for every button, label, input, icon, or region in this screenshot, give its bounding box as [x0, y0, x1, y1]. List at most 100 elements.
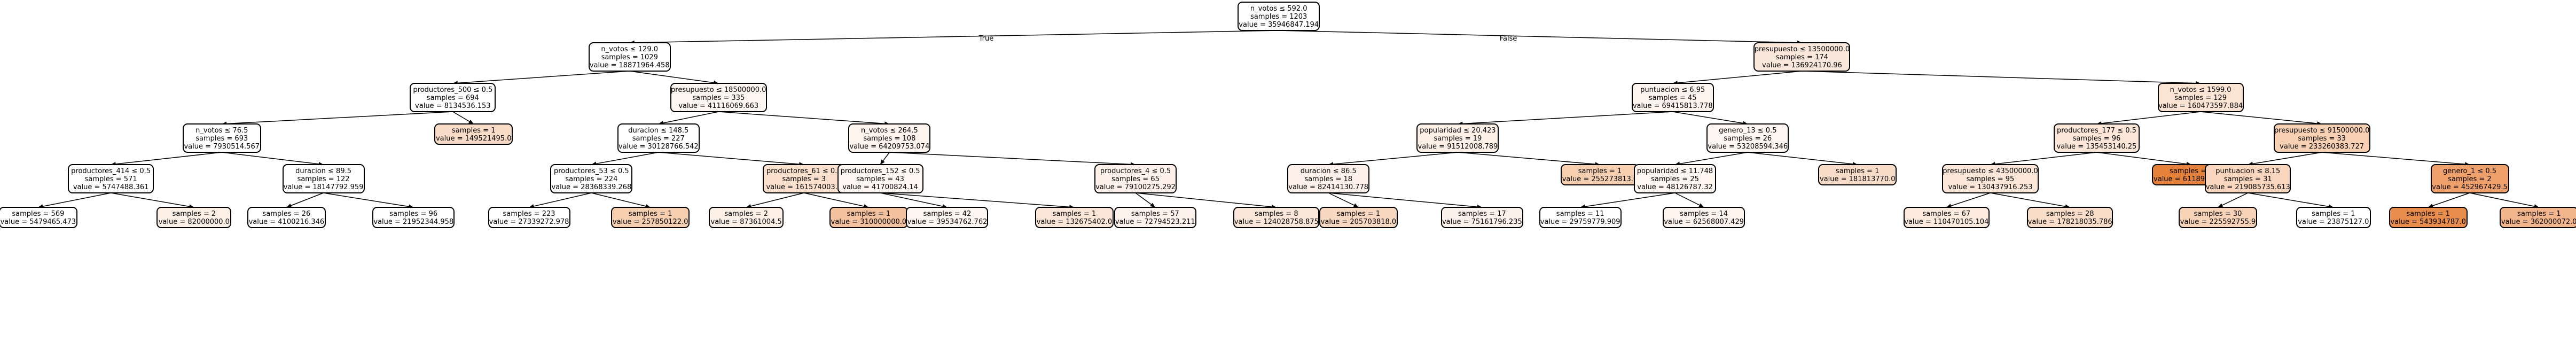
tree-edge — [452, 71, 630, 84]
tree-node-box — [1114, 207, 1196, 228]
tree-edge — [1674, 192, 1704, 208]
tree-node-text: samples = 1 — [847, 210, 890, 218]
tree-edge — [2428, 192, 2470, 208]
tree-edge-arrowhead — [468, 119, 474, 124]
tree-node-box — [2389, 207, 2468, 228]
tree-node-text: genero_13 ≤ 0.5 — [1719, 127, 1776, 135]
tree-node-text: samples = 18 — [1304, 175, 1352, 183]
tree-node-text: n_votos ≤ 1599.0 — [2170, 86, 2232, 94]
tree-edge — [2322, 152, 2470, 165]
tree-node-text: samples = 11 — [1556, 210, 1604, 218]
tree-node-box — [68, 164, 154, 193]
tree-node-text: value = 4100216.346 — [249, 218, 325, 226]
tree-edge-arrowhead — [286, 204, 292, 208]
tree-node-text: samples = 693 — [195, 135, 248, 143]
tree-node-text: value = 149521495.0 — [436, 135, 512, 143]
tree-edge — [880, 192, 948, 208]
edge-label-true: True — [978, 35, 994, 43]
tree-node-text: samples = 569 — [12, 210, 64, 218]
tree-node-text: samples = 122 — [297, 175, 350, 183]
tree-node-text: value = 87361004.5 — [711, 218, 782, 226]
tree-node-text: presupuesto ≤ 43500000.0 — [1943, 167, 2038, 175]
tree-node-text: samples = 3 — [782, 175, 826, 183]
tree-edge — [658, 111, 719, 125]
tree-node-text: value = 23875127.0 — [2298, 218, 2369, 226]
tree-edge — [658, 152, 804, 165]
tree-node-text: value = 48126787.32 — [1637, 183, 1713, 191]
tree-node-text: value = 72794523.211 — [1115, 218, 1195, 226]
tree-node-box — [434, 123, 513, 145]
tree-node-box — [2296, 207, 2371, 228]
tree-edge — [1458, 111, 1673, 125]
tree-edge — [1802, 71, 2201, 84]
tree-node-text: value = 219085735.613 — [2206, 183, 2290, 191]
tree-node-box — [2500, 207, 2576, 228]
tree-node-text: value = 257850122.0 — [613, 218, 688, 226]
tree-node-text: value = 110470105.104 — [1904, 218, 1988, 226]
tree-edge-labels: True False — [978, 35, 1517, 43]
tree-edge — [1748, 152, 1858, 165]
tree-node-text: value = 135453140.25 — [2057, 143, 2137, 151]
tree-node-text: samples = 1029 — [601, 53, 658, 61]
tree-node-text: samples = 1203 — [1250, 13, 1307, 21]
tree-edge — [2218, 192, 2249, 208]
tree-edge-arrowhead — [880, 159, 885, 165]
tree-node-box — [1094, 164, 1177, 193]
tree-node-text: value = 69415813.778 — [1633, 102, 1713, 110]
tree-node-box — [1818, 164, 1897, 185]
tree-node-text: duracion ≤ 148.5 — [628, 127, 688, 135]
tree-node-text: value = 130437916.253 — [1948, 183, 2032, 191]
tree-node-text: samples = 67 — [1922, 210, 1970, 218]
tree-edge — [1328, 192, 1482, 208]
tree-node-box — [1287, 164, 1369, 193]
tree-edge — [591, 152, 659, 165]
tree-node-text: samples = 2 — [2448, 175, 2491, 183]
tree-node-text: samples = 1 — [2517, 210, 2561, 218]
tree-node-text: value = 62568007.429 — [1664, 218, 1744, 226]
tree-node-box — [1035, 207, 1114, 228]
tree-node-text: productores_500 ≤ 0.5 — [413, 86, 492, 94]
edge-label-false: False — [1500, 35, 1517, 43]
tree-node-text: puntuacion ≤ 6.95 — [1640, 86, 1705, 94]
tree-node-text: puntuacion ≤ 8.15 — [2215, 167, 2280, 175]
tree-edge — [323, 192, 414, 208]
tree-node-text: presupuesto ≤ 91500000.0 — [2274, 127, 2369, 135]
tree-node-box — [183, 123, 261, 153]
tree-node-text: samples = 33 — [2298, 135, 2346, 143]
tree-node-box — [848, 123, 930, 153]
tree-node-text: presupuesto ≤ 13500000.0 — [1755, 45, 1850, 53]
tree-edge — [529, 192, 592, 208]
tree-edges — [38, 30, 2539, 209]
tree-node-box — [1663, 207, 1745, 228]
tree-node-text: value = 35946847.194 — [1239, 21, 1319, 29]
tree-node-text: value = 233260383.727 — [2280, 143, 2364, 151]
tree-node-box — [283, 164, 365, 193]
tree-node-text: value = 543934787.0 — [2390, 218, 2466, 226]
tree-node-text: value = 310000000.0 — [831, 218, 907, 226]
tree-node-text: value = 79100275.292 — [1095, 183, 1176, 191]
tree-node-text: productores_4 ≤ 0.5 — [1100, 167, 1171, 175]
tree-edge — [111, 152, 222, 165]
tree-edge — [1946, 192, 1991, 208]
tree-node-text: samples = 42 — [923, 210, 972, 218]
tree-node-box — [2158, 83, 2244, 112]
tree-edge-arrowhead — [1353, 203, 1359, 207]
tree-node-box — [1441, 207, 1523, 228]
tree-edge-arrowhead — [1150, 203, 1155, 207]
tree-edge — [880, 192, 1075, 208]
